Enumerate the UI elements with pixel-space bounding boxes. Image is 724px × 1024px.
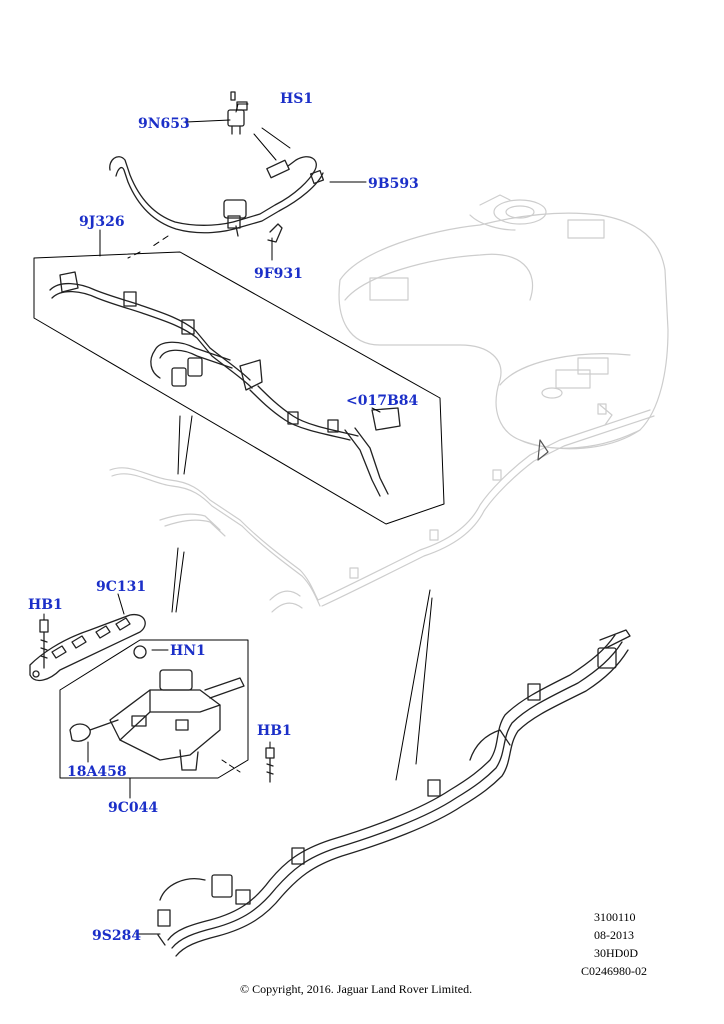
callout-9n653[interactable]: 9N653 (138, 116, 190, 132)
leader-9n653-b (253, 133, 277, 161)
screw-hb1-left (39, 619, 49, 669)
callout-hn1[interactable]: HN1 (170, 643, 206, 659)
bracket-9c131 (29, 613, 146, 682)
fuel-tank-ghost (338, 194, 669, 450)
callout-9c044[interactable]: 9C044 (108, 800, 159, 816)
detail-box-9j326 (33, 251, 445, 525)
meta-line-2: 08-2013 (594, 928, 634, 942)
leader-9c131 (117, 593, 125, 615)
callout-9b593[interactable]: 9B593 (368, 176, 419, 192)
valve-9n653 (227, 91, 248, 135)
tank-plate-4 (577, 357, 609, 375)
callout-9j326[interactable]: 9J326 (79, 214, 125, 230)
leader-017b84 (371, 407, 381, 413)
meta-line-1: 3100110 (594, 910, 636, 924)
tank-plate-2 (567, 219, 605, 239)
callout-hs1[interactable]: HS1 (280, 91, 314, 107)
callout-18a458[interactable]: 18A458 (67, 764, 127, 780)
screw-hb1-right (265, 747, 275, 783)
harness-9j326 (49, 271, 401, 497)
leader-9n653-a (261, 127, 291, 149)
meta-line-3: 30HD0D (594, 946, 638, 960)
detail-box-9c044 (59, 639, 249, 779)
callout-hb1-left[interactable]: HB1 (28, 597, 63, 613)
leader-dash-hb1 (221, 759, 241, 773)
callout-9f931[interactable]: 9F931 (254, 266, 303, 282)
copyright-notice: © Copyright, 2016. Jaguar Land Rover Lim… (240, 982, 473, 996)
tank-plate-3 (555, 369, 591, 389)
callout-hb1-right[interactable]: HB1 (257, 723, 292, 739)
leader-9c044-up (171, 547, 185, 613)
leader-9j326-dash (127, 235, 169, 259)
upper-harness-ghost (109, 403, 655, 613)
callout-9s284[interactable]: 9S284 (92, 928, 142, 944)
callout-9c131[interactable]: 9C131 (96, 579, 147, 595)
tank-plate-1 (369, 277, 409, 301)
leader-9n653 (185, 119, 231, 123)
meta-line-4: C0246980-02 (581, 964, 647, 978)
leader-box-down (177, 415, 193, 475)
canister-18a458 (69, 645, 245, 771)
pipes-9s284 (157, 629, 631, 957)
callout-017b84[interactable]: <017B84 (346, 393, 419, 409)
leader-hs1 (235, 103, 249, 113)
hose-9b593 (109, 156, 325, 243)
pump-flange (493, 199, 547, 225)
leader-lines (43, 103, 433, 935)
leader-9s284-up (395, 589, 433, 781)
